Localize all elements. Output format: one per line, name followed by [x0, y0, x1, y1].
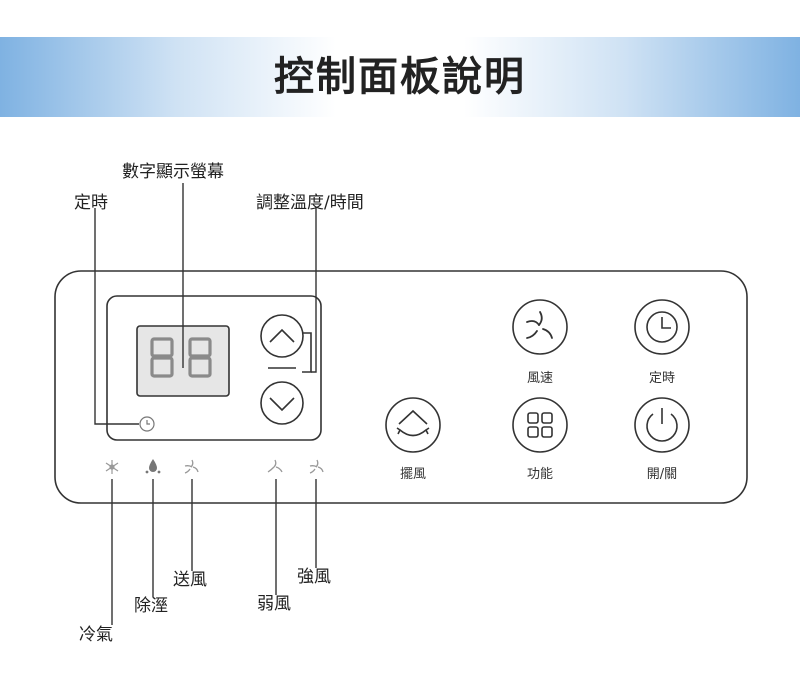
adjust-label: 調整溫度/時間	[256, 193, 364, 213]
snowflake-icon	[105, 460, 119, 474]
fan-high-label: 強風	[297, 567, 331, 587]
fan-low-icon	[267, 459, 283, 473]
title-banner: 控制面板說明	[0, 37, 800, 117]
function-button[interactable]	[512, 397, 568, 453]
dehumidify-label: 除溼	[134, 596, 168, 616]
display-screen-label: 數字顯示螢幕	[122, 162, 224, 182]
timer-button-label: 定時	[648, 371, 675, 386]
grid-icon	[527, 412, 553, 438]
function-button-label: 功能	[526, 467, 553, 482]
fan-icon	[526, 311, 553, 339]
power-icon	[646, 413, 678, 442]
page-title: 控制面板說明	[274, 54, 526, 100]
power-button[interactable]	[634, 397, 690, 453]
up-button[interactable]	[260, 314, 304, 358]
fan-only-label: 送風	[173, 570, 207, 590]
fan-speed-button[interactable]	[512, 299, 568, 355]
timer-leader-line	[94, 208, 139, 425]
fan-low-label: 弱風	[257, 594, 291, 614]
fan-high-icon	[309, 459, 324, 474]
swing-button-label: 擺風	[399, 467, 426, 482]
timer-indicator-clock-icon	[139, 416, 155, 432]
down-button[interactable]	[260, 381, 304, 425]
timer-button[interactable]	[634, 299, 690, 355]
cool-label: 冷氣	[79, 625, 113, 645]
water-drop-icon	[145, 459, 161, 474]
fan-speed-button-label: 風速	[526, 371, 553, 386]
swing-button[interactable]	[385, 397, 441, 453]
timer-indicator-label: 定時	[74, 193, 108, 213]
adjust-leader-line	[311, 208, 317, 373]
power-button-label: 開/關	[646, 467, 678, 482]
fan-only-icon	[184, 459, 199, 474]
